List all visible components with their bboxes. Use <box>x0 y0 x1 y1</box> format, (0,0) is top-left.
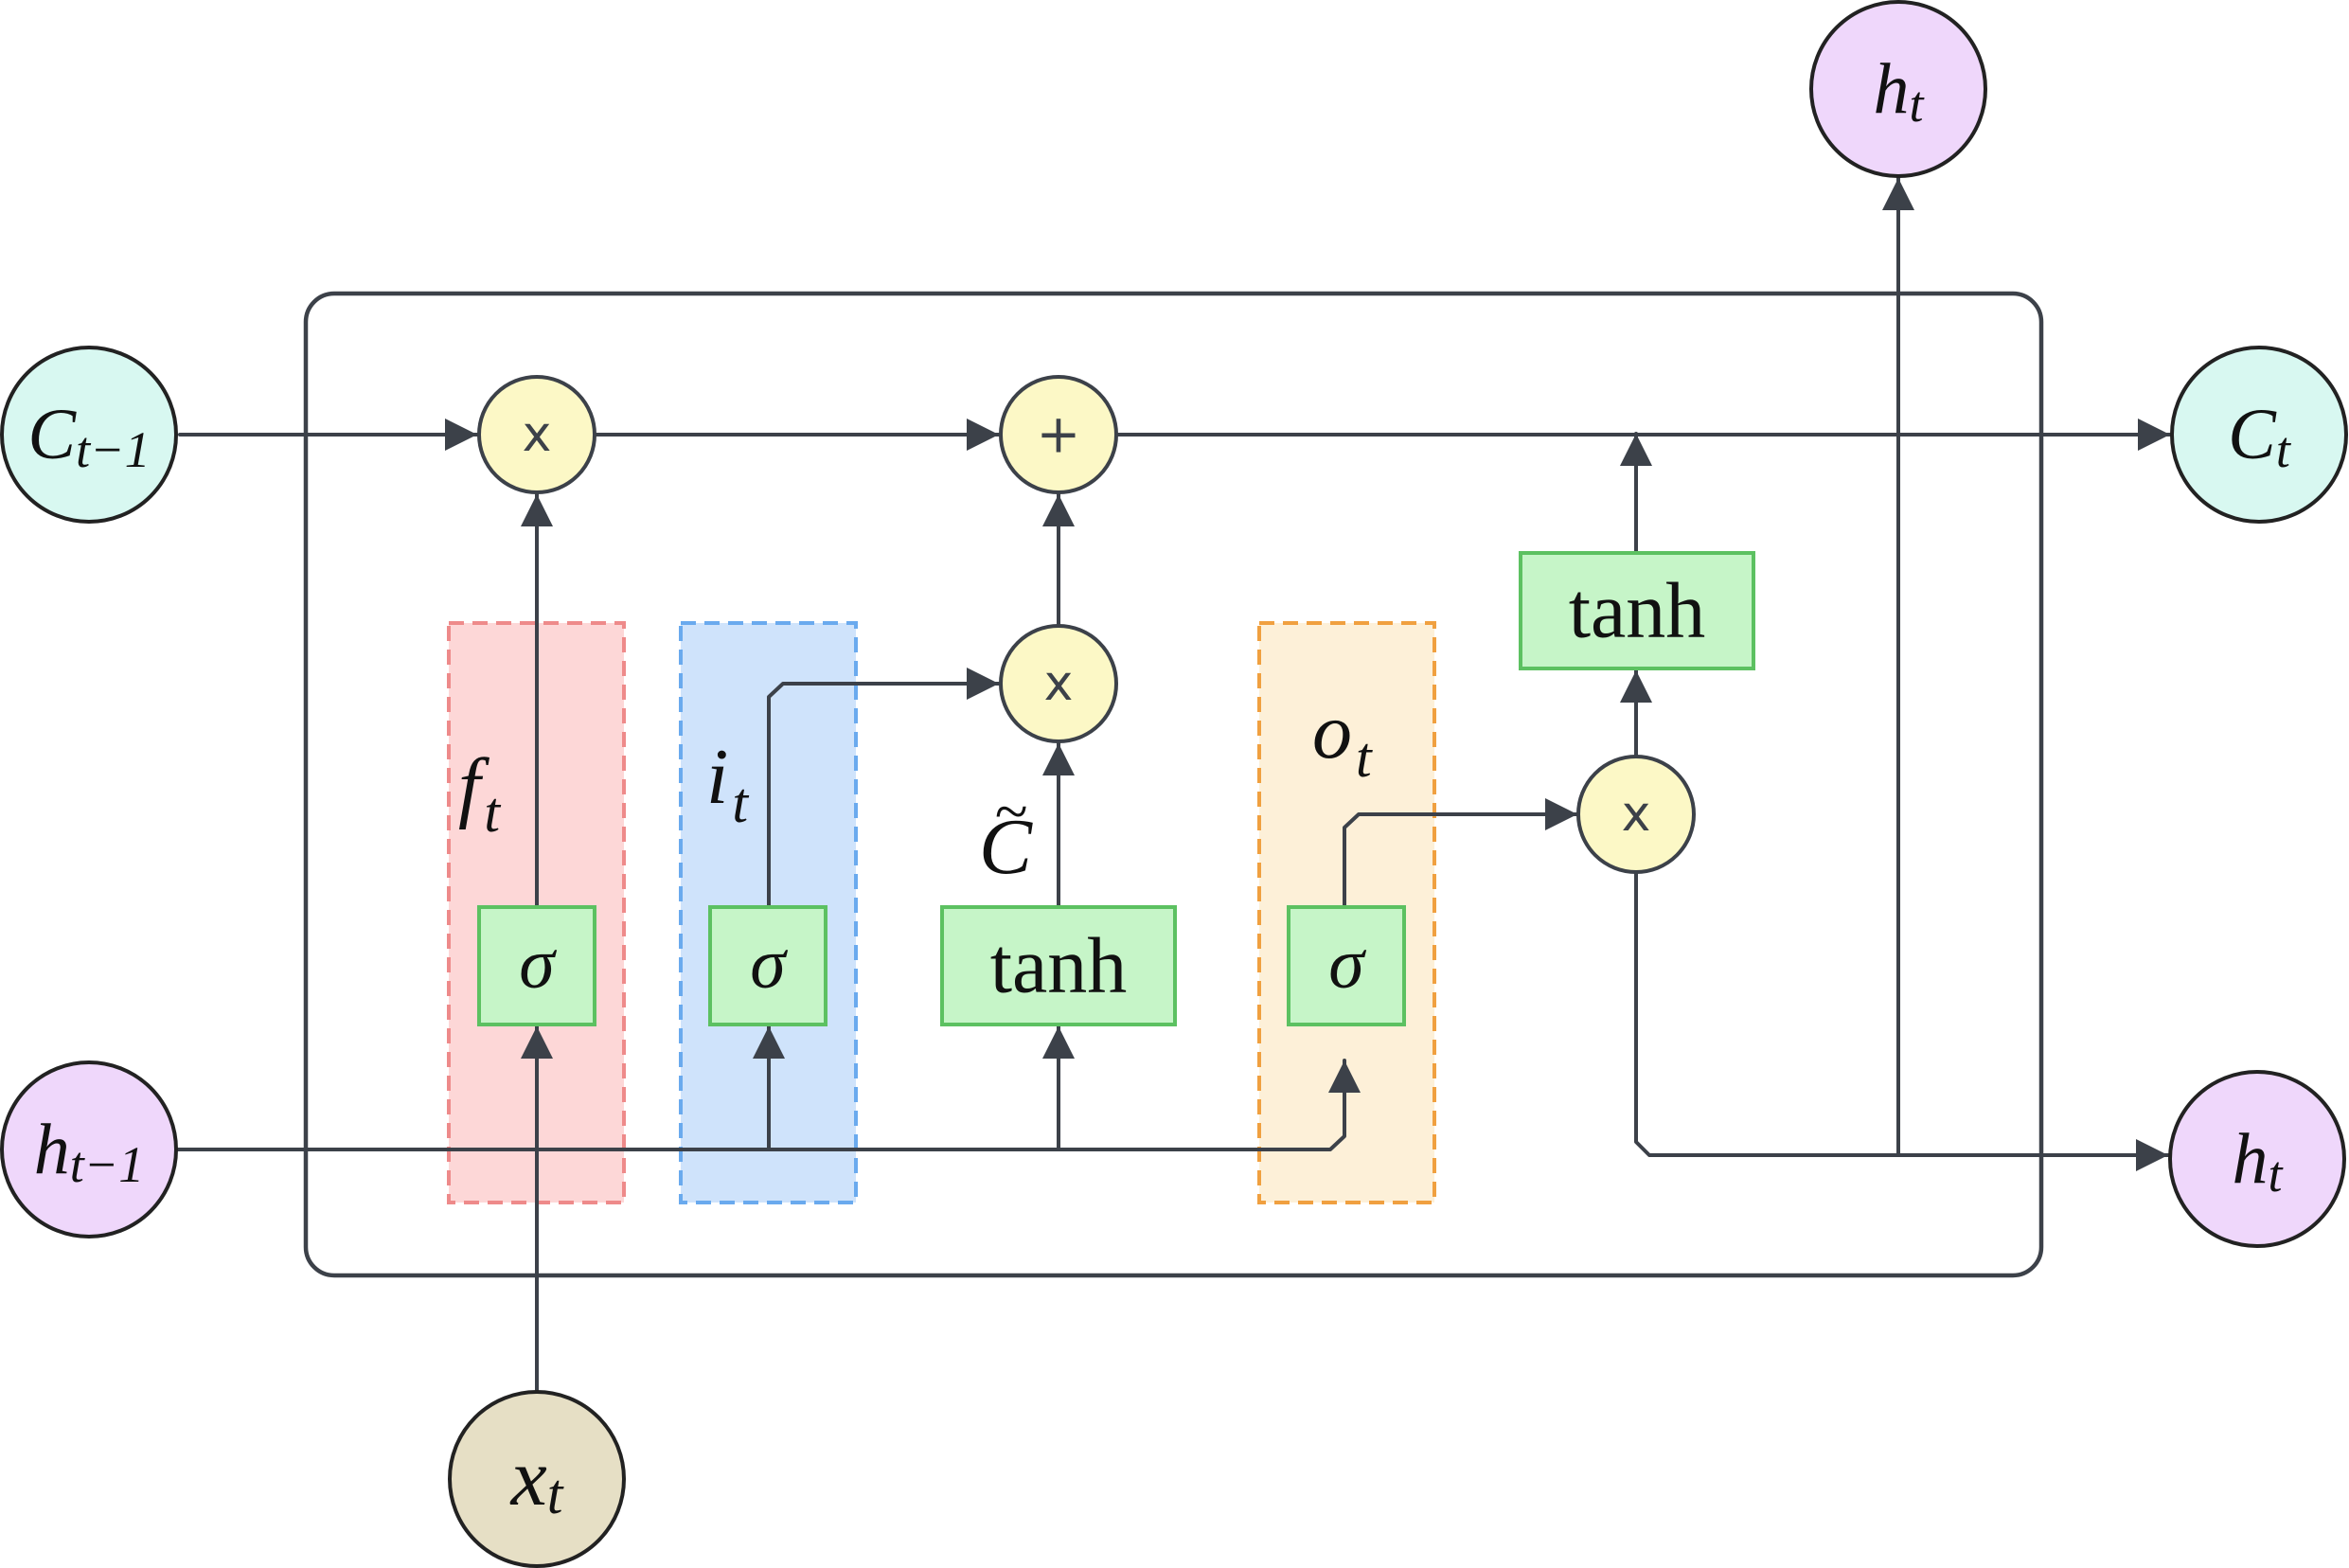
candidate-label-base: C <box>979 803 1033 891</box>
cell-add-op: + <box>999 375 1118 494</box>
input-sigma-box: σ <box>708 905 827 1026</box>
svg-text:ht: ht <box>2232 1119 2284 1203</box>
hidden-state-prev-node: ht−1 <box>0 1060 178 1238</box>
plus-symbol: + <box>1037 404 1081 466</box>
tanh-label: tanh <box>990 922 1128 1010</box>
multiply-symbol: x <box>1044 655 1074 712</box>
lstm-cell-border <box>303 291 2044 1278</box>
multiply-symbol: x <box>523 406 552 463</box>
input-gate-label: it <box>706 733 749 834</box>
svg-text:Ct: Ct <box>2228 395 2292 478</box>
wire-output-sigma-to-mul <box>1343 798 1579 908</box>
wire-output-mul-to-hnext <box>1634 871 2170 1171</box>
candidate-label: C ~ <box>979 777 1033 891</box>
svg-text:xt: xt <box>509 1432 564 1525</box>
cell-tanh-box: tanh <box>1519 551 1755 670</box>
multiply-symbol: x <box>1622 786 1651 843</box>
candidate-tanh-box: tanh <box>940 905 1177 1026</box>
svg-text:ht−1: ht−1 <box>34 1110 144 1193</box>
sigma-label: σ <box>519 924 557 1004</box>
input-multiply-op: x <box>999 624 1118 743</box>
cell-state-next-node: Ct <box>2170 346 2348 524</box>
input-xt-node: xt <box>448 1390 626 1568</box>
svg-text:Ct−1: Ct−1 <box>27 395 150 478</box>
tanh-label: tanh <box>1569 567 1706 655</box>
wire-input-sigma-to-mul <box>767 668 1001 908</box>
hidden-state-output-node: ht <box>1809 0 1987 178</box>
cell-state-prev-node: Ct−1 <box>0 346 178 524</box>
forget-sigma-box: σ <box>477 905 596 1026</box>
svg-text:ht: ht <box>1873 49 1925 133</box>
hidden-state-next-node: ht <box>2168 1070 2346 1248</box>
output-multiply-op: x <box>1576 755 1696 874</box>
output-sigma-box: σ <box>1287 905 1406 1026</box>
output-gate-label: ot <box>1312 687 1373 789</box>
candidate-label-accent: ~ <box>994 777 1027 845</box>
sigma-label: σ <box>750 924 788 1004</box>
sigma-label: σ <box>1328 924 1366 1004</box>
forget-multiply-op: x <box>477 375 596 494</box>
wire-hprev-bus <box>174 1059 1361 1151</box>
